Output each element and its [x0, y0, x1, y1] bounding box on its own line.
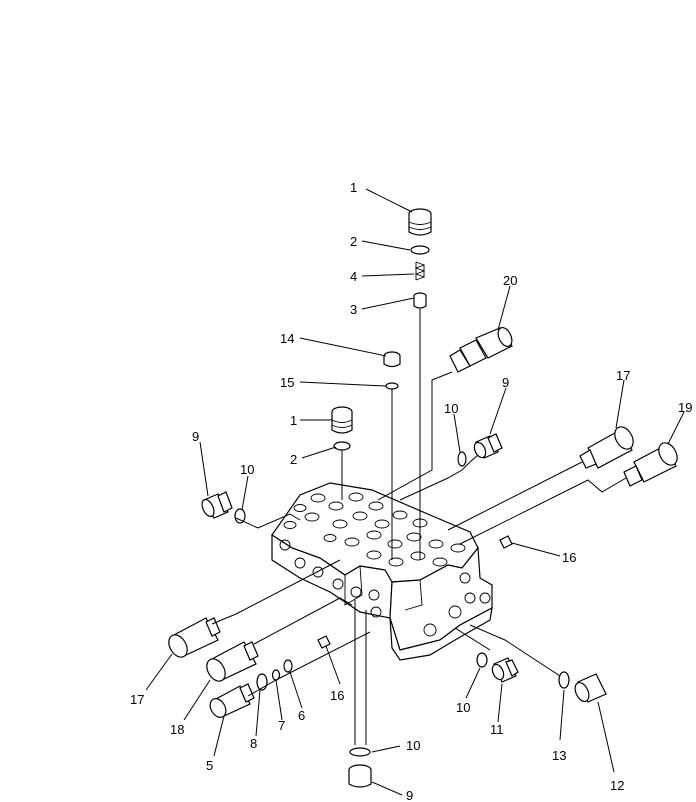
callout-17-right: 17: [616, 368, 630, 383]
plug-11: [491, 657, 519, 683]
o-ring-10-lower: [476, 652, 488, 668]
callout-10-bottom: 10: [406, 738, 420, 753]
callout-1-mid: 1: [290, 413, 297, 428]
o-ring-10-bottom: [349, 747, 371, 757]
callout-4: 4: [350, 269, 357, 284]
callout-13: 13: [552, 748, 566, 763]
plug-9-right: [473, 433, 503, 459]
plug-14: [383, 351, 401, 368]
plug-5: [209, 683, 255, 718]
o-ring-6: [283, 659, 293, 673]
spring-4: [414, 261, 426, 281]
callout-11: 11: [490, 722, 504, 737]
solenoid-valve-20: [449, 326, 513, 373]
callout-20: 20: [503, 273, 517, 288]
solenoid-valve-17-left: [168, 617, 221, 658]
callout-7: 7: [278, 718, 285, 733]
callout-9-right: 9: [502, 375, 509, 390]
callout-17-left: 17: [130, 692, 144, 707]
callout-9-left: 9: [192, 429, 199, 444]
plug-16-right: [499, 535, 513, 549]
callout-3: 3: [350, 302, 357, 317]
o-ring-10-right: [457, 451, 467, 467]
solenoid-valve-18: [206, 641, 259, 682]
callout-16-right: 16: [562, 550, 576, 565]
callout-16-left: 16: [330, 688, 344, 703]
plug-1-top: [408, 208, 432, 236]
callout-numbers: 1 2 4 3 20 14 15 1 2 9 10 9 10 17 19 16 …: [130, 180, 692, 802]
callout-5: 5: [206, 758, 213, 773]
callout-9-bottom: 9: [406, 788, 413, 802]
callout-10-lower: 10: [456, 700, 470, 715]
callout-6: 6: [298, 708, 305, 723]
solenoid-valve-17-right: [579, 426, 634, 469]
callout-10-right: 10: [444, 401, 458, 416]
o-ring-10-left: [234, 508, 246, 524]
callout-2-mid: 2: [290, 452, 297, 467]
o-ring-13: [558, 671, 570, 689]
callout-14: 14: [280, 331, 294, 346]
o-ring-2-mid: [333, 441, 351, 451]
solenoid-valve-19: [623, 442, 678, 487]
callout-19: 19: [678, 400, 692, 415]
plug-1-mid: [331, 406, 353, 434]
poppet-3: [413, 292, 427, 314]
valve-body: [271, 482, 493, 661]
plug-12: [574, 673, 607, 703]
o-ring-2-top: [410, 245, 430, 255]
callout-10-left: 10: [240, 462, 254, 477]
callout-18: 18: [170, 722, 184, 737]
callout-2-top: 2: [350, 234, 357, 249]
callout-15: 15: [280, 375, 294, 390]
plug-16-left: [317, 635, 331, 649]
callout-1-top: 1: [350, 180, 357, 195]
callout-8: 8: [250, 736, 257, 751]
callout-leaders: [145, 188, 685, 796]
o-ring-15: [385, 382, 399, 390]
plug-9-left: [201, 491, 233, 519]
callout-12: 12: [610, 778, 624, 793]
plug-9-bottom: [348, 764, 372, 788]
